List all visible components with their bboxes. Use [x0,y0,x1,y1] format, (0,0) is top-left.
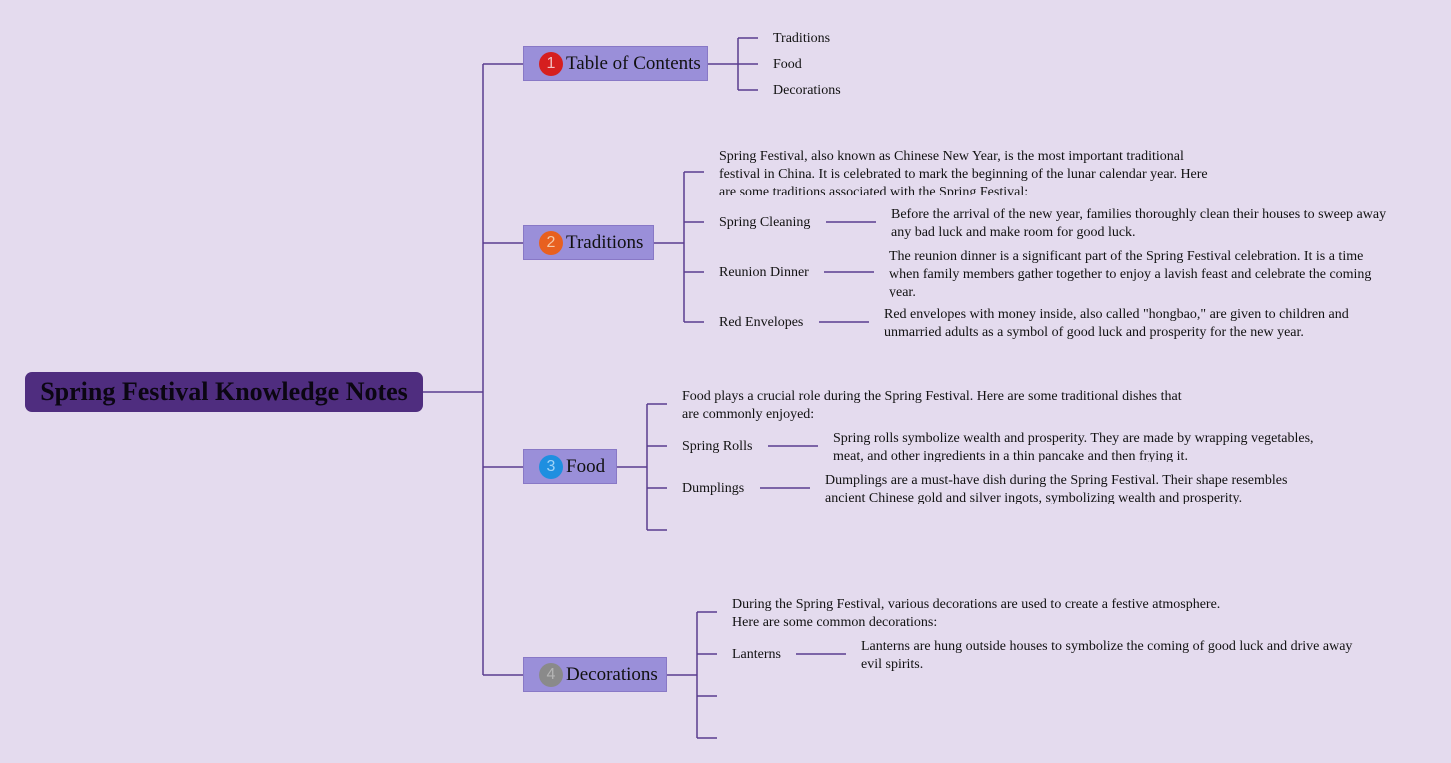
topic-label: Food [566,455,606,477]
topic-decorations[interactable]: 4 Decorations [523,657,667,692]
topic-label: Traditions [566,231,644,253]
toc-item-traditions[interactable]: Traditions [773,31,831,46]
topic-food[interactable]: 3 Food [523,449,617,484]
lanterns-detail: Lanterns are hung outside houses to symb… [861,639,1353,672]
topic-table-of-contents[interactable]: 1 Table of Contents [523,46,708,81]
topic-traditions[interactable]: 2 Traditions [523,225,654,260]
topic-label: Table of Contents [566,52,701,74]
number-badge: 4 [539,662,563,687]
decorations-item-lanterns[interactable]: Lanterns [732,647,781,662]
food-intro: Food plays a crucial role during the Spr… [682,389,1182,422]
root-title: Spring Festival Knowledge Notes [40,377,408,406]
reunion-dinner-detail: The reunion dinner is a significant part… [889,249,1372,297]
decorations-intro: During the Spring Festival, various deco… [732,597,1221,630]
food-item-dumplings[interactable]: Dumplings [682,481,745,496]
topic-label: Decorations [566,663,658,685]
food-item-spring-rolls[interactable]: Spring Rolls [682,439,753,454]
number-badge: 2 [539,230,563,255]
number-badge: 3 [539,454,563,479]
red-envelopes-detail: Red envelopes with money inside, also ca… [884,307,1349,340]
root-node[interactable]: Spring Festival Knowledge Notes [25,372,423,412]
toc-item-food[interactable]: Food [773,57,802,72]
spring-rolls-detail: Spring rolls symbolize wealth and prospe… [833,431,1314,462]
traditions-item-red-envelopes[interactable]: Red Envelopes [719,315,804,330]
traditions-item-reunion-dinner[interactable]: Reunion Dinner [719,265,809,280]
spring-cleaning-detail: Before the arrival of the new year, fami… [891,207,1387,240]
toc-item-decorations[interactable]: Decorations [773,83,841,98]
dumplings-detail: Dumplings are a must-have dish during th… [825,473,1288,504]
traditions-intro: Spring Festival, also known as Chinese N… [719,149,1208,195]
number-badge: 1 [539,51,563,76]
traditions-item-spring-cleaning[interactable]: Spring Cleaning [719,215,811,230]
